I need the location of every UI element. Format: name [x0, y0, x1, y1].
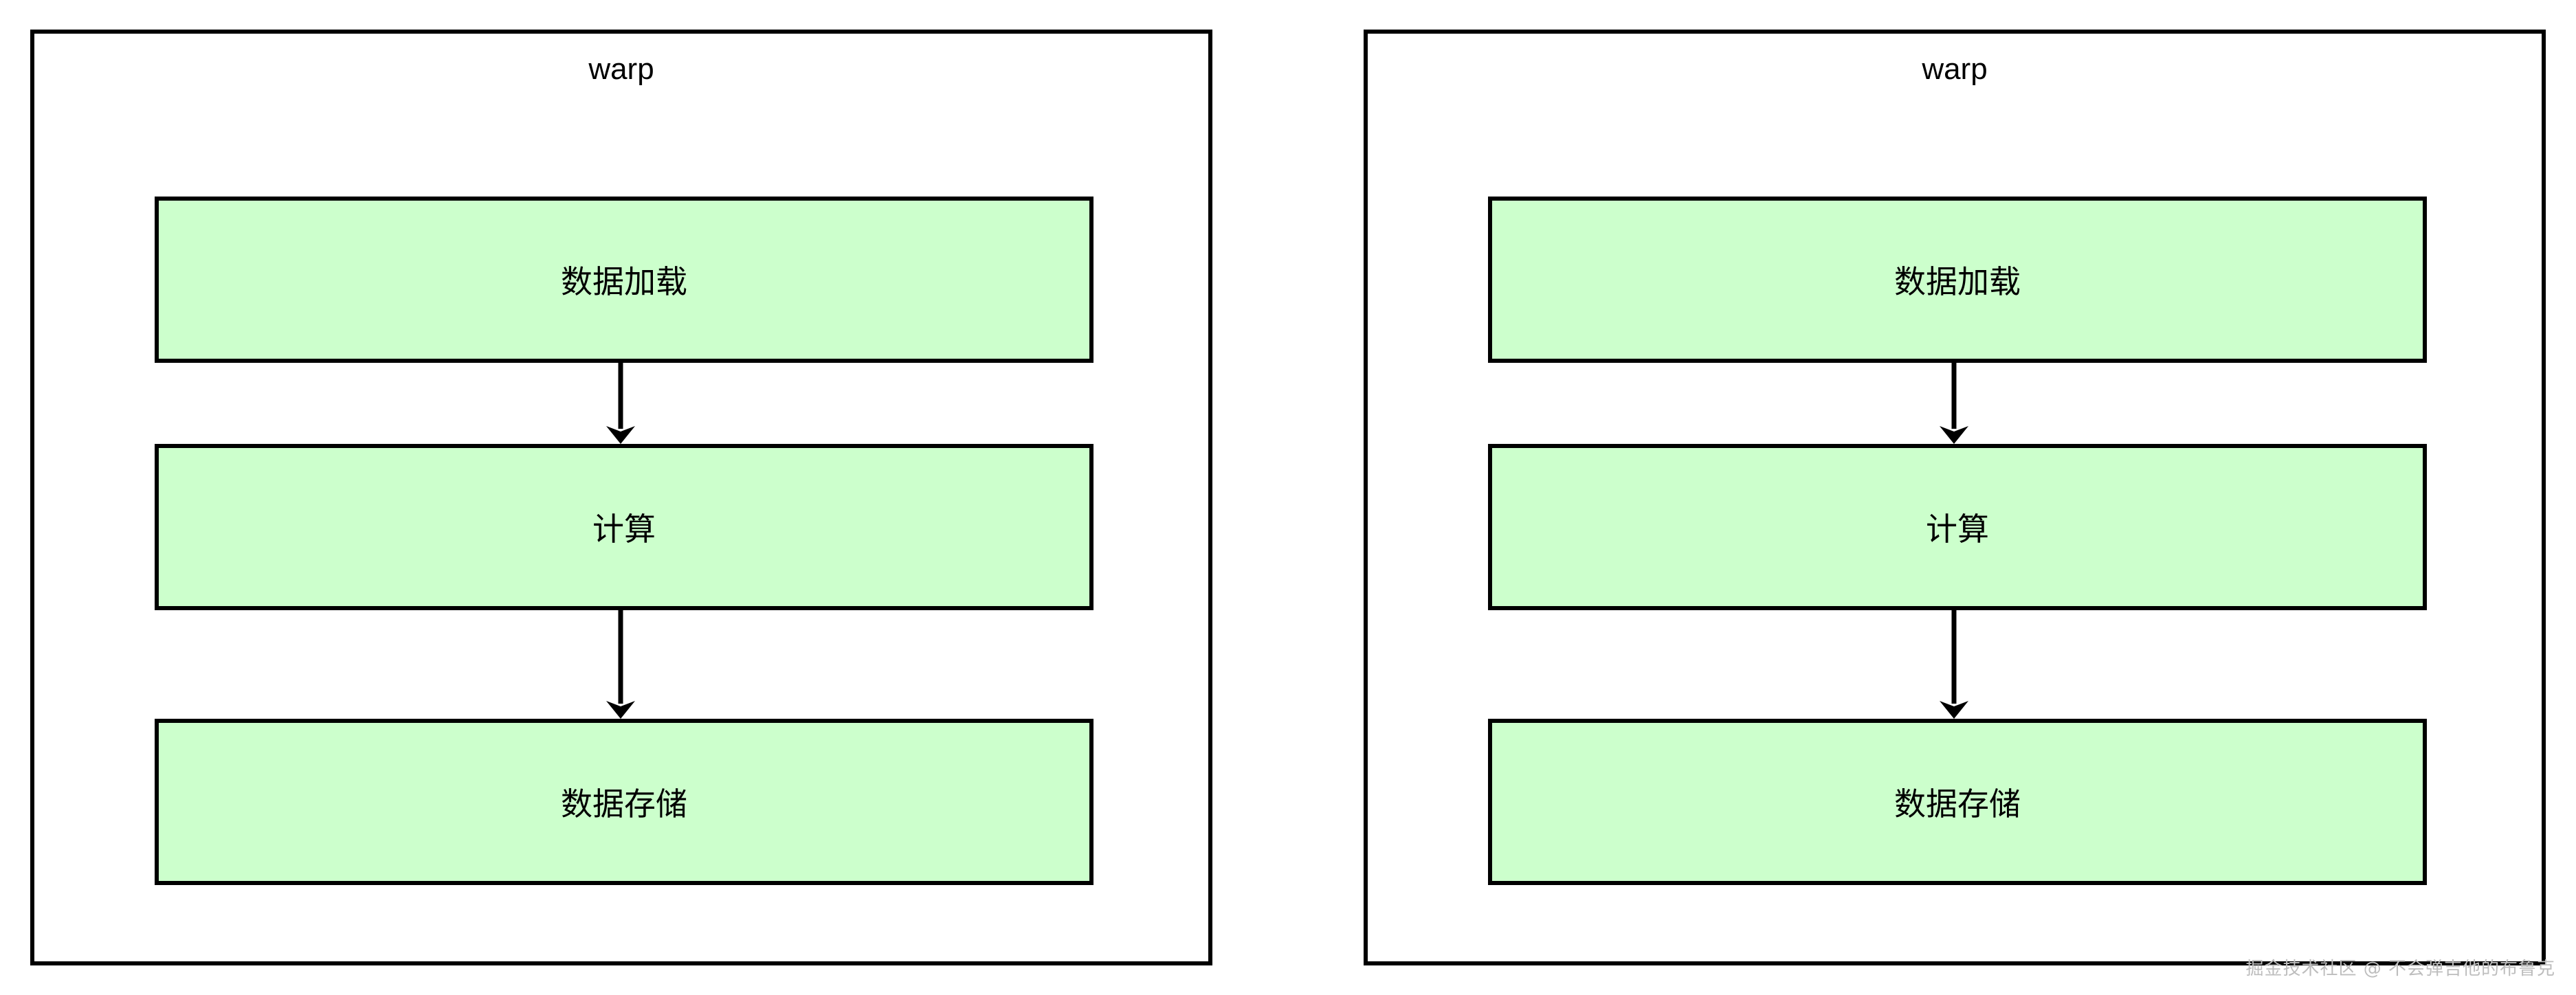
stage-data-load: 数据加载 [1488, 197, 2427, 363]
stage-data-load: 数据加载 [155, 197, 1093, 363]
flow-arrow [606, 363, 635, 444]
stage-data-store: 数据存储 [155, 719, 1093, 885]
watermark-text: 掘金技术社区 @ 不会弹吉他的布鲁克 [2245, 959, 2555, 979]
warp-panel-right: warp 数据加载 计算 数据存储 [1364, 30, 2546, 965]
warp-panel-left: warp 数据加载 计算 数据存储 [30, 30, 1212, 965]
panel-title: warp [1922, 52, 1988, 86]
flow-arrow [1940, 610, 1968, 719]
stage-compute: 计算 [155, 444, 1093, 610]
stage-data-store: 数据存储 [1488, 719, 2427, 885]
flow-arrow [606, 610, 635, 719]
stage-compute: 计算 [1488, 444, 2427, 610]
flow-arrow [1940, 363, 1968, 444]
panel-title: warp [588, 52, 654, 86]
